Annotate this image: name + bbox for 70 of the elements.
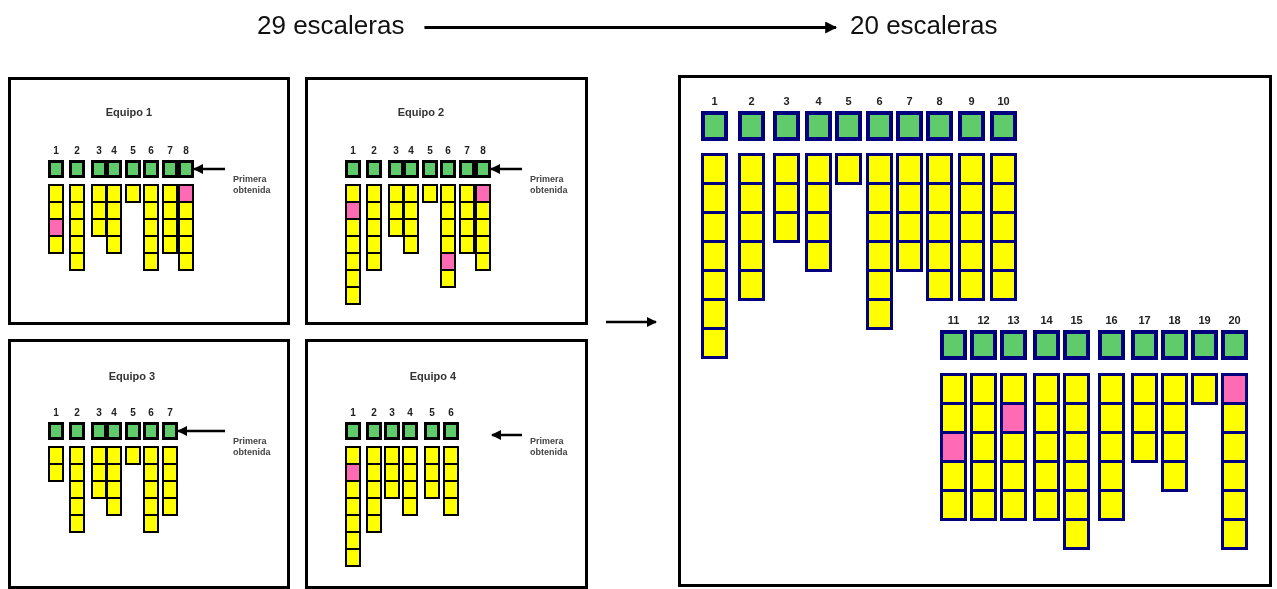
note-text: Primera obtenida <box>530 436 570 459</box>
column-number: 1 <box>53 408 59 418</box>
column-number: 9 <box>968 96 975 107</box>
column-number: 10 <box>997 96 1010 107</box>
column-number: 2 <box>371 408 377 418</box>
column-number: 11 <box>947 315 960 326</box>
column-number: 6 <box>148 408 154 418</box>
panel-title: Equipo 2 <box>397 106 445 118</box>
column-number: 3 <box>96 408 102 418</box>
panel-title: Equipo 1 <box>105 106 153 118</box>
arrow <box>490 164 522 174</box>
column-number: 14 <box>1040 315 1053 326</box>
column-number: 3 <box>389 408 395 418</box>
column-number: 8 <box>936 96 943 107</box>
column-number: 6 <box>448 408 454 418</box>
column-number: 6 <box>445 146 451 156</box>
column-number: 7 <box>906 96 913 107</box>
column-number: 2 <box>748 96 755 107</box>
heading-text: 29 escaleras <box>257 10 405 41</box>
column-number: 5 <box>130 408 136 418</box>
column-number: 1 <box>350 146 356 156</box>
column-number: 19 <box>1198 315 1211 326</box>
column-number: 8 <box>183 146 189 156</box>
column-number: 2 <box>74 408 80 418</box>
column-number: 5 <box>427 146 433 156</box>
column-number: 1 <box>350 408 356 418</box>
column-number: 8 <box>480 146 486 156</box>
column-number: 4 <box>111 408 117 418</box>
column-number: 6 <box>876 96 883 107</box>
column-number: 2 <box>74 146 80 156</box>
column-number: 17 <box>1138 315 1151 326</box>
heading-text: 20 escaleras <box>850 10 998 41</box>
column-number: 18 <box>1168 315 1181 326</box>
team-panel <box>8 77 290 325</box>
column-number: 5 <box>130 146 136 156</box>
column-number: 5 <box>429 408 435 418</box>
column-number: 4 <box>815 96 822 107</box>
column-number: 20 <box>1228 315 1241 326</box>
column-number: 1 <box>53 146 59 156</box>
arrow <box>491 430 522 440</box>
column-number: 7 <box>464 146 470 156</box>
team-panel <box>8 339 290 589</box>
panel-title: Equipo 3 <box>108 370 156 382</box>
column-number: 7 <box>167 408 173 418</box>
column-number: 12 <box>977 315 990 326</box>
column-number: 6 <box>148 146 154 156</box>
arrow <box>424 21 838 34</box>
note-text: Primera obtenida <box>530 174 570 197</box>
column-number: 4 <box>408 146 414 156</box>
arrow <box>606 317 657 327</box>
note-text: Primera obtenida <box>233 174 273 197</box>
column-number: 4 <box>407 408 413 418</box>
panel-title: Equipo 4 <box>409 370 457 382</box>
column-number: 5 <box>845 96 852 107</box>
column-number: 7 <box>167 146 173 156</box>
column-number: 3 <box>393 146 399 156</box>
column-number: 2 <box>371 146 377 156</box>
team-panel <box>305 77 588 325</box>
column-number: 13 <box>1007 315 1020 326</box>
column-number: 16 <box>1105 315 1118 326</box>
arrow <box>177 426 225 436</box>
column-number: 4 <box>111 146 117 156</box>
column-number: 1 <box>711 96 718 107</box>
column-number: 3 <box>783 96 790 107</box>
arrow <box>193 164 225 174</box>
column-number: 3 <box>96 146 102 156</box>
team-panel <box>305 339 588 589</box>
column-number: 15 <box>1070 315 1083 326</box>
note-text: Primera obtenida <box>233 436 273 459</box>
result-panel <box>678 75 1272 587</box>
